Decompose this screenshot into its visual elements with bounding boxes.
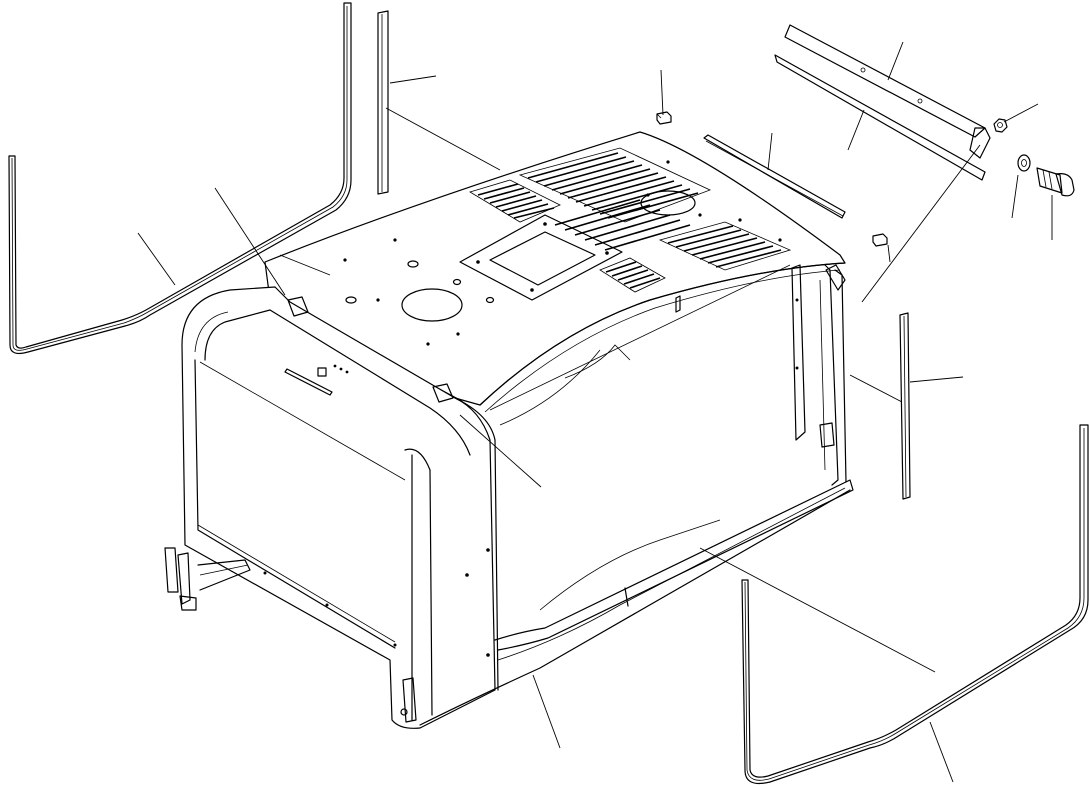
- top-panel-details: [343, 147, 792, 346]
- top-rail-bracket: [774, 24, 991, 181]
- seal-lower-right: [741, 424, 1089, 785]
- washer: [1017, 154, 1031, 172]
- vent-grille-mid: [554, 199, 691, 251]
- bolt: [1036, 167, 1075, 197]
- seal-upper-left: [8, 2, 352, 355]
- spacer-block-1: [656, 111, 672, 125]
- strip-left-vertical: [377, 10, 389, 195]
- vent-grille-left: [469, 179, 561, 223]
- strip-right-vertical: [899, 312, 911, 500]
- vent-grille-small: [599, 257, 666, 293]
- spacer-block-2: [872, 233, 888, 247]
- nut: [993, 118, 1008, 133]
- strip-middle: [703, 134, 846, 219]
- vent-grille-right: [658, 221, 792, 271]
- callout-leaders: [137, 41, 1053, 783]
- vent-grille-center: [518, 147, 712, 223]
- main-housing: [164, 131, 854, 729]
